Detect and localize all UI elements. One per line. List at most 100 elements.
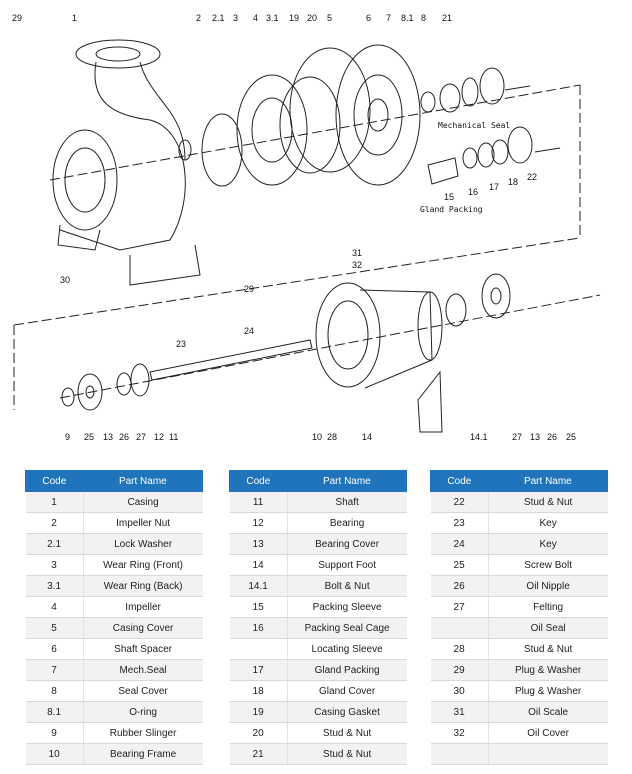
callout-7: 7 (386, 13, 391, 23)
callout-8-1: 8.1 (401, 13, 414, 23)
casing-drawing (52, 39, 201, 286)
callout-18: 18 (508, 177, 518, 187)
callout-6: 6 (366, 13, 371, 23)
shaft-drawing (61, 339, 313, 411)
exploded-view-diagram: Mechanical Seal Gland Packing 29 1 2 2.1… (12, 13, 601, 442)
callout-26: 26 (119, 432, 129, 442)
callout-4: 4 (253, 13, 258, 23)
callout-27: 27 (136, 432, 146, 442)
callout-9: 9 (65, 432, 70, 442)
table-row (430, 743, 608, 765)
bearing-frame-drawing (315, 273, 511, 433)
impeller-drawing (178, 47, 371, 187)
col-header-code: Code (25, 470, 84, 492)
callout-10: 10 (312, 432, 322, 442)
casing-cover-drawing (335, 44, 421, 186)
callout-15: 15 (444, 192, 454, 202)
caption-gland-packing: Gland Packing (420, 205, 483, 214)
callout-31: 31 (352, 248, 362, 258)
callout-23: 23 (176, 339, 186, 349)
col-header-code: Code (229, 470, 288, 492)
callout-19: 19 (289, 13, 299, 23)
callout-2-1: 2.1 (212, 13, 225, 23)
callout-29: 29 (12, 13, 22, 23)
callout-8: 8 (421, 13, 426, 23)
callout-25: 25 (84, 432, 94, 442)
callout-20: 20 (307, 13, 317, 23)
callout-28: 28 (327, 432, 337, 442)
callout-3-1: 3.1 (266, 13, 279, 23)
col-header-part-name: Part Name (82, 470, 204, 492)
callout-29b: 29 (244, 284, 254, 294)
col-header-part-name: Part Name (286, 470, 408, 492)
callout-13b: 13 (530, 432, 540, 442)
callout-2: 2 (196, 13, 201, 23)
callout-22: 22 (527, 172, 537, 182)
col-header-code: Code (430, 470, 489, 492)
callout-17: 17 (489, 182, 499, 192)
callout-14-1: 14.1 (470, 432, 488, 442)
mechanical-seal-drawing (420, 67, 531, 113)
callout-13: 13 (103, 432, 113, 442)
table-row: Oil Seal (430, 617, 608, 639)
caption-mechanical-seal: Mechanical Seal (438, 121, 510, 130)
callout-12: 12 (154, 432, 164, 442)
guide-lines (13, 84, 601, 410)
table-row: Locating Sleeve (229, 638, 407, 660)
callout-24: 24 (244, 326, 254, 336)
callout-26b: 26 (547, 432, 557, 442)
callout-11: 11 (169, 432, 178, 442)
callout-21: 21 (442, 13, 452, 23)
callout-32: 32 (352, 260, 362, 270)
callout-5: 5 (327, 13, 332, 23)
callout-30: 30 (60, 275, 70, 285)
callout-1: 1 (72, 13, 77, 23)
callout-25b: 25 (566, 432, 576, 442)
gland-packing-drawing (427, 126, 561, 185)
callout-16: 16 (468, 187, 478, 197)
callout-27b: 27 (512, 432, 522, 442)
callout-14: 14 (362, 432, 372, 442)
callout-3: 3 (233, 13, 238, 23)
col-header-part-name: Part Name (487, 470, 609, 492)
